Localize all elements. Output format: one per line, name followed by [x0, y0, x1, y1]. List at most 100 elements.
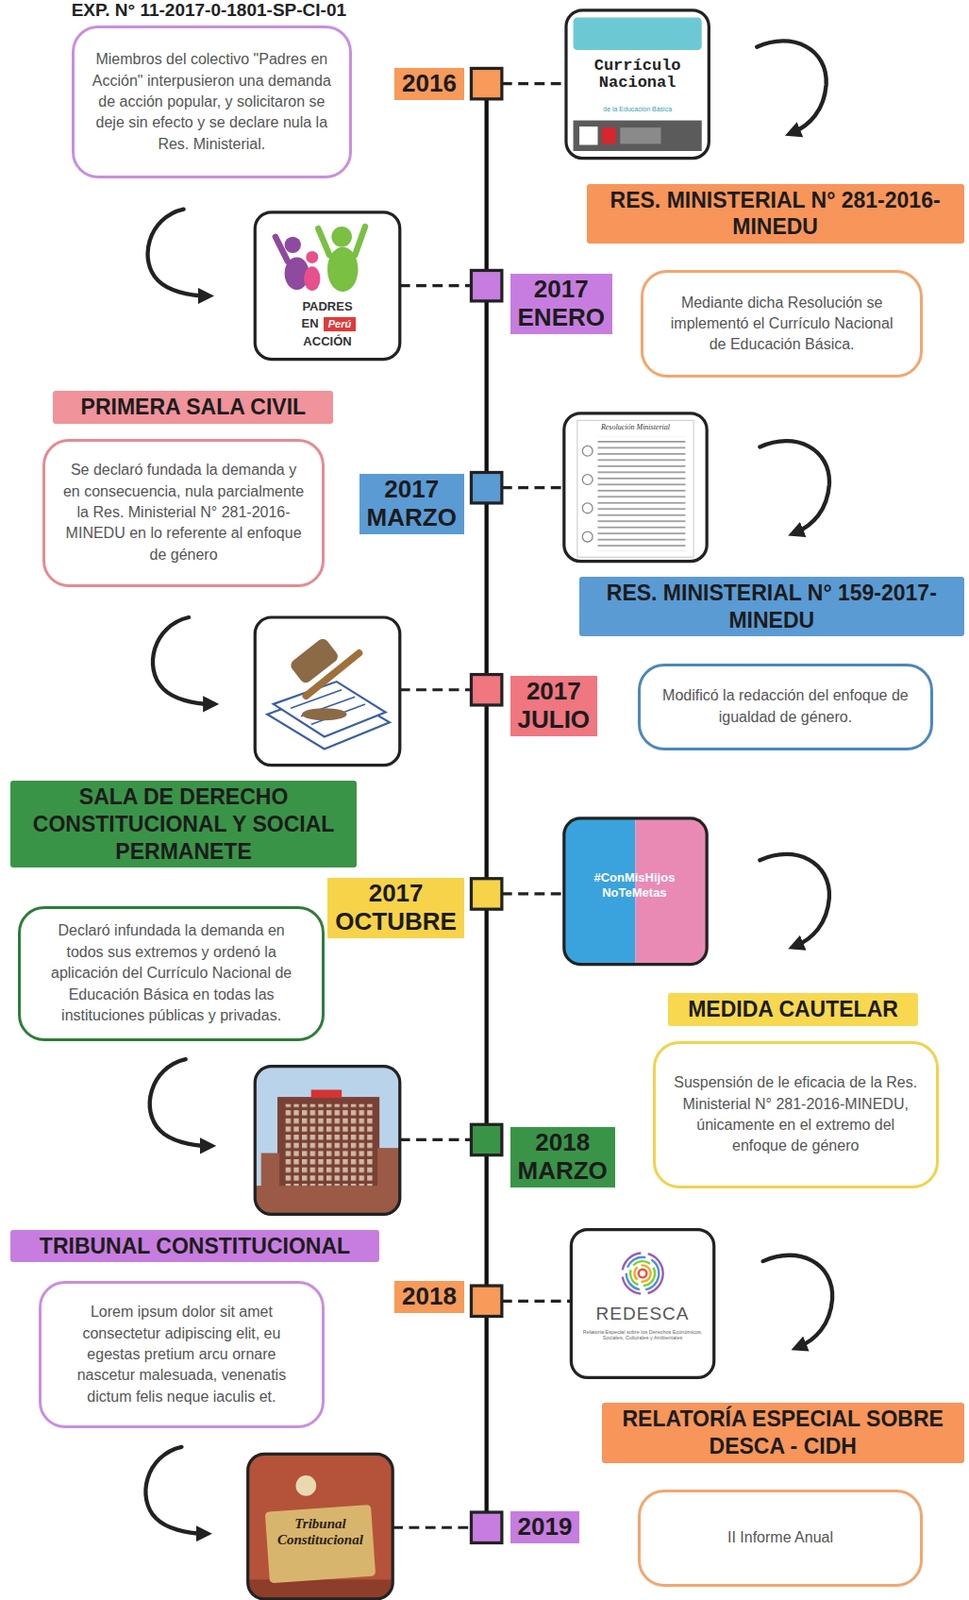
- resolution-document-icon-part: [577, 419, 694, 557]
- event-text: Suspensión de le eficacia de la Res. Min…: [672, 1071, 919, 1157]
- timeline-marker-part: [470, 1285, 502, 1316]
- document-heading: Resolución Ministerial: [584, 423, 686, 433]
- tribunal-plaque-icon-part: [248, 1453, 394, 1599]
- heading-badge: TRIBUNAL CONSTITUCIONAL: [10, 1229, 380, 1263]
- date-badge: 2017 OCTUBRE: [327, 877, 465, 938]
- padres-logo-icon-part: [284, 236, 301, 253]
- date-badge: 2018: [394, 1280, 465, 1313]
- resolution-document-icon-part: [582, 502, 593, 514]
- heading-badge: RES. MINISTERIAL N° 281-2016-MINEDU: [586, 183, 965, 245]
- date-text: 2017 OCTUBRE: [334, 879, 457, 936]
- redesca-logo-icon-part: [630, 1260, 655, 1286]
- gavel-icon-part-part: [288, 635, 341, 685]
- logo-text: EN: [298, 317, 323, 332]
- date-text: 2018 MARZO: [517, 1128, 608, 1186]
- event-box: Modificó la redacción del enfoque de igu…: [637, 663, 935, 751]
- curriculo-cover-icon-part: [573, 120, 702, 151]
- curved-arrow-part: [150, 1058, 209, 1146]
- court-building-icon-part-part: [284, 1103, 374, 1188]
- redesca-logo-icon-part: [638, 1269, 648, 1278]
- icon-caption: Currículo Nacional: [570, 57, 704, 93]
- event-text: Se declaró fundada la demanda y en conse…: [62, 459, 304, 566]
- curriculo-cover-icon-part: [579, 126, 598, 145]
- date-badge: 2017 JULIO: [510, 675, 599, 736]
- court-building-icon-part-part: [311, 1089, 342, 1099]
- curved-arrow-part: [756, 40, 827, 133]
- padres-logo-icon: [254, 212, 401, 360]
- date-badge: 2019: [510, 1510, 581, 1543]
- resolution-document-icon: [564, 413, 707, 562]
- heading-text: RES. MINISTERIAL N° 159-2017-MINEDU: [586, 579, 957, 635]
- heading-text: RELATORÍA ESPECIAL SOBRE DESCA - CIDH: [609, 1404, 957, 1460]
- icon-subcaption: de la Educación Básica: [570, 105, 704, 114]
- event-text: Miembros del colectivo "Padres en Acción…: [91, 49, 333, 155]
- date-badge: 2017 MARZO: [359, 473, 465, 535]
- logo-subtitle: Relatoría Especial sobre los Derechos Ec…: [582, 1328, 703, 1341]
- padres-logo-icon-part: [354, 226, 366, 255]
- curved-arrow-part: [759, 440, 830, 533]
- logo-text: ACCIÓN: [286, 334, 368, 350]
- curriculo-cover-icon: [566, 10, 709, 159]
- dashed-leader-part: [392, 1525, 471, 1529]
- timeline-marker-part: [470, 269, 502, 301]
- timeline-marker-part: [470, 674, 502, 705]
- resolution-document-icon-part: [582, 474, 593, 485]
- padres-logo-icon-part: [305, 250, 318, 264]
- curriculo-cover-icon-part: [619, 127, 661, 144]
- redesca-logo-icon-part: [626, 1256, 660, 1290]
- court-building-icon-part: [254, 1066, 401, 1215]
- heading-text: TRIBUNAL CONSTITUCIONAL: [17, 1232, 372, 1260]
- court-building-icon: [254, 1066, 401, 1215]
- heading-text: SALA DE DERECHO CONSTITUCIONAL Y SOCIAL …: [17, 783, 351, 865]
- resolution-document-icon-part: [597, 436, 685, 552]
- date-badge: 2018 MARZO: [510, 1126, 616, 1187]
- tribunal-plaque-icon-part-part: [296, 1474, 318, 1496]
- heading-badge: PRIMERA SALA CIVIL: [52, 390, 334, 424]
- court-building-icon-part-part: [261, 1152, 280, 1194]
- campaign-banner-icon-part: [564, 818, 707, 965]
- event-text: Declaró infundada la demanda en todos su…: [37, 919, 304, 1026]
- case-title: EXP. N° 11-2017-0-1801-SP-CI-01: [71, 0, 347, 21]
- curved-arrow-part: [759, 853, 830, 946]
- logo-text: REDESCA: [581, 1303, 704, 1324]
- padres-logo-icon-part: [303, 266, 320, 291]
- timeline-marker-part: [470, 67, 502, 99]
- curriculo-cover-icon-part: [601, 127, 617, 144]
- padres-logo-icon-part: [254, 212, 401, 360]
- timeline-marker-part: [470, 1123, 502, 1154]
- resolution-document-icon-part: [582, 531, 593, 542]
- resolution-document-icon-part: [564, 413, 707, 562]
- dashed-leader-part: [400, 687, 472, 691]
- redesca-logo-icon-part: [570, 1229, 714, 1378]
- padres-logo-icon-part: [317, 228, 330, 255]
- timeline-marker-part: [470, 1511, 502, 1542]
- event-text: II Informe Anual: [727, 1526, 834, 1548]
- heading-text: PRIMERA SALA CIVIL: [60, 393, 326, 421]
- heading-badge: SALA DE DERECHO CONSTITUCIONAL Y SOCIAL …: [10, 780, 358, 868]
- date-text: 2018: [401, 1282, 457, 1311]
- event-box: II Informe Anual: [637, 1488, 924, 1587]
- timeline-marker-part: [470, 878, 502, 909]
- date-badge: 2016: [394, 67, 465, 101]
- campaign-banner-icon: [564, 818, 707, 965]
- court-building-icon-part-part: [377, 1147, 401, 1194]
- date-text: 2019: [517, 1512, 573, 1541]
- heading-text: RES. MINISTERIAL N° 281-2016-MINEDU: [594, 186, 957, 242]
- curved-arrow-part: [148, 209, 207, 297]
- dashed-leader-part: [400, 284, 472, 287]
- dashed-leader-part: [501, 485, 565, 489]
- event-box: Mediante dicha Resolución se implementó …: [640, 269, 923, 378]
- curriculo-cover-icon-part: [573, 16, 702, 51]
- tribunal-plaque-icon-part-part: [248, 1578, 394, 1599]
- court-building-icon-part-part: [254, 1066, 401, 1215]
- date-text: 2017 MARZO: [367, 475, 457, 533]
- event-box: Se declaró fundada la demanda y en conse…: [42, 438, 324, 587]
- curriculo-cover-icon-part: [566, 10, 709, 159]
- dashed-leader-part: [501, 82, 567, 85]
- event-box: Lorem ipsum dolor sit amet consectetur a…: [38, 1280, 325, 1429]
- date-text: 2017 JULIO: [517, 677, 591, 735]
- heading-text: MEDIDA CAUTELAR: [675, 995, 911, 1023]
- gavel-icon-part: [290, 689, 342, 708]
- event-text: Mediante dicha Resolución se implementó …: [660, 292, 903, 356]
